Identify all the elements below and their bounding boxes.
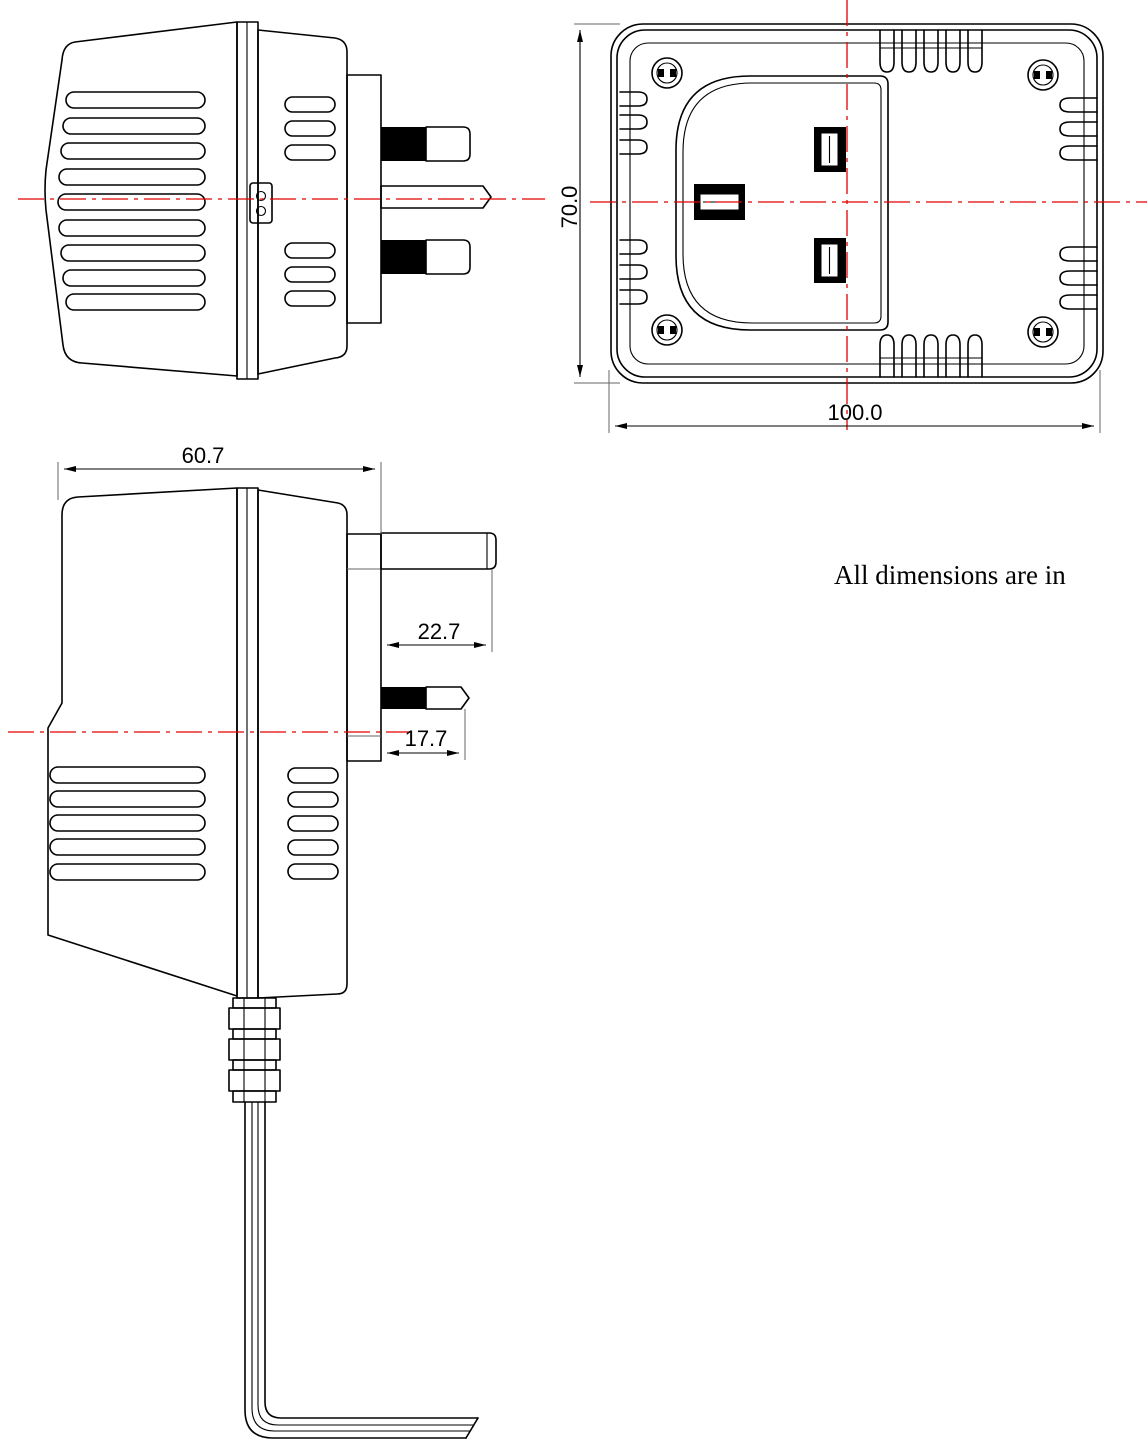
- dimension-height-label: 70.0: [557, 186, 582, 229]
- cable-strain-relief: [228, 997, 281, 1103]
- lower-pin-base: [346, 533, 382, 762]
- socket-neutral-slot: [814, 238, 846, 283]
- lower-live-pin: [381, 686, 470, 710]
- upper-live-pin: [381, 126, 471, 162]
- side-view-with-cable: 60.7 22.7 17.7: [8, 443, 497, 1439]
- inner-rim: [616, 29, 1098, 378]
- lower-front-vents: [287, 767, 339, 880]
- socket-live-slot: [814, 127, 846, 172]
- dimension-earth-pin: 22.7: [387, 569, 493, 652]
- rear-vent-slots: [57, 91, 206, 311]
- dimension-height: 70.0: [557, 23, 620, 384]
- seam-clip: [249, 182, 273, 224]
- screw-hole-top-right: [1027, 59, 1059, 91]
- screw-hole-bottom-left: [651, 314, 683, 346]
- front-vent-slots: [284, 96, 336, 307]
- screw-hole-top-left: [651, 57, 683, 89]
- side-view-top: [18, 21, 545, 380]
- lower-rear-vents: [49, 766, 206, 881]
- dimension-earth-pin-label: 22.7: [418, 619, 461, 644]
- front-housing-outline: [257, 29, 348, 375]
- lower-front-housing: [257, 489, 348, 999]
- front-view: 70.0 100.0: [557, 0, 1147, 433]
- units-note: All dimensions are in: [834, 560, 1066, 590]
- outer-housing: [610, 23, 1104, 384]
- front-vent-right: [1059, 97, 1098, 310]
- lower-rear-housing: [47, 487, 238, 997]
- screw-hole-bottom-right: [1027, 316, 1059, 348]
- front-vent-top: [879, 29, 983, 73]
- socket-face: [675, 75, 889, 331]
- dimension-depth-label: 60.7: [182, 443, 225, 468]
- dimension-width: 100.0: [608, 370, 1101, 433]
- power-cable: [244, 1101, 479, 1439]
- front-vent-bottom: [879, 334, 983, 378]
- lower-neutral-pin: [381, 239, 471, 275]
- dimension-depth: 60.7: [57, 443, 382, 534]
- front-vent-left: [619, 91, 648, 305]
- lower-earth-pin: [380, 532, 497, 570]
- dimension-width-label: 100.0: [827, 400, 882, 425]
- dimension-live-pin: 17.7: [387, 709, 466, 760]
- screw-holes: [651, 57, 1059, 348]
- rear-housing-outline: [44, 21, 238, 377]
- dimension-live-pin-label: 17.7: [405, 726, 448, 751]
- inner-recess: [629, 42, 1085, 365]
- earth-pin-side: [380, 185, 492, 209]
